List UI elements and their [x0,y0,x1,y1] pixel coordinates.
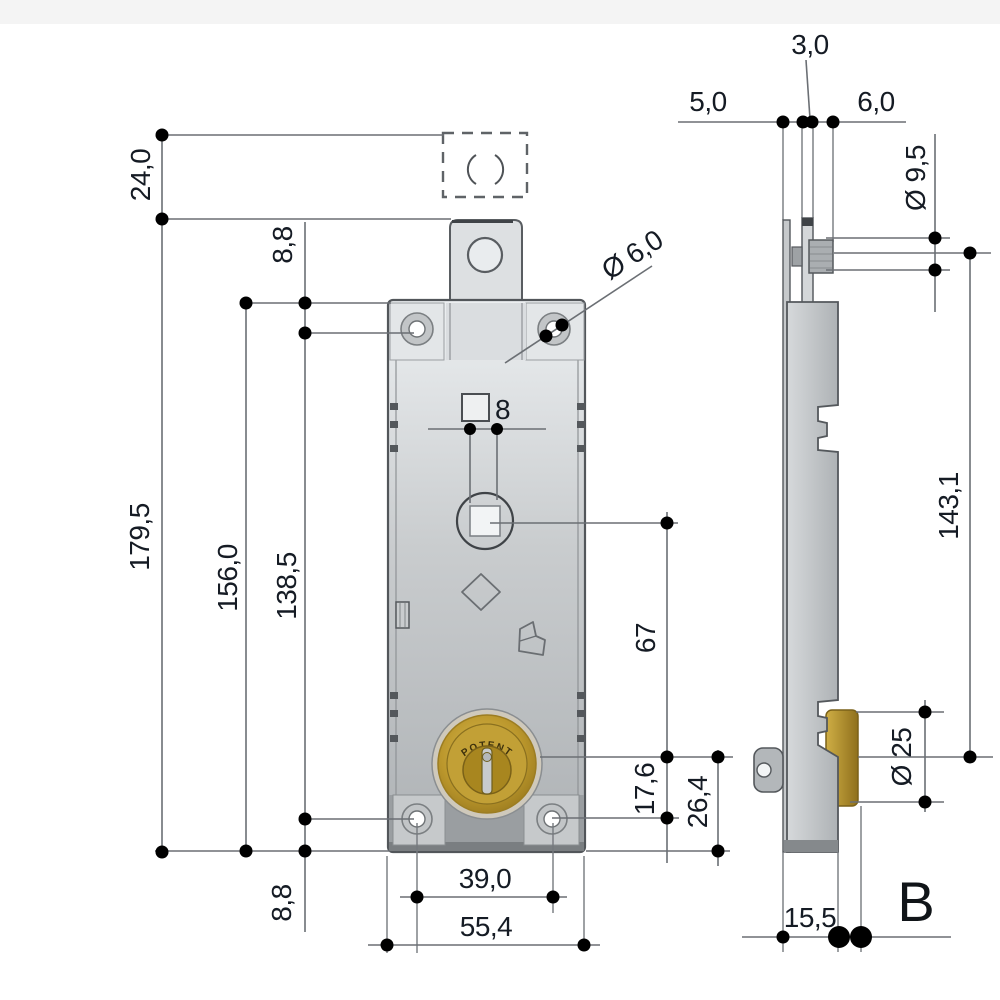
dim-dot [577,938,591,952]
dim-dot [928,231,942,245]
dim-dot [918,795,932,809]
dim-dot [660,750,674,764]
dim-dia25-label: Ø 25 [886,728,917,787]
spindle-circle [455,491,515,551]
dim-67-label: 67 [630,623,661,653]
dim-dot [464,423,476,435]
dim-1560-label: 156,0 [212,544,243,612]
dim-554-label: 55,4 [460,911,513,942]
leader-line [805,59,811,120]
dim-1795-label: 179,5 [124,503,155,571]
dim-dia95-label: Ø 9,5 [900,145,931,211]
hole-bottom-right-center [543,810,561,828]
dim-88-bottom-label: 8,8 [266,884,297,921]
lock-cylinder: POTENT [431,708,543,820]
view-label-b: B [897,870,934,933]
dim-dot [298,812,312,826]
side-dimensions: 5,0 3,0 6,0 Ø 9,5 143,1 Ø 25 15,5 B [678,29,993,952]
dim-dot [776,115,790,129]
dim-dot [298,844,312,858]
dim-dot [155,128,169,142]
lock-body [386,298,587,854]
body-side-bottom-strip [784,840,838,852]
dim-1431-label: 143,1 [933,472,964,540]
side-view [753,122,859,853]
dim-dot [963,246,977,260]
dim-176-label: 17,6 [629,763,660,816]
edge-slot [395,601,410,629]
dim-dot [491,423,503,435]
tab-hole [466,236,504,274]
dim-dot [928,263,942,277]
leader-line [504,265,653,364]
edge-notches [390,403,585,742]
dim-dia6-label: Ø 6,0 [596,224,668,286]
dim-390-label: 39,0 [459,863,512,894]
dim-dot-large [828,926,850,948]
key-tab-hole [756,762,772,778]
dim-30-label: 3,0 [791,29,828,60]
square-hole-symbol [461,393,490,422]
dim-88-top-label: 8,8 [267,226,298,263]
boss-collar [791,246,803,267]
dim-dot [155,845,169,859]
front-view: POTENT [386,131,587,854]
dashed-pin-outline [441,131,529,199]
dim-dot [380,938,394,952]
tab-side-cap [802,218,813,226]
mounting-holes [400,312,571,835]
dim-dot [555,318,569,332]
dim-8-label: 8 [495,394,510,425]
step-detail-line [519,635,537,642]
dim-dot [155,212,169,226]
page-top-band [0,0,1000,24]
dim-1385-label: 138,5 [271,552,302,620]
dim-dot [918,705,932,719]
dim-50-label: 5,0 [689,86,726,117]
diamond-detail [461,573,501,611]
tab-root [446,303,526,360]
keyway-pin [482,752,492,762]
dim-dot [711,844,725,858]
dim-60-label: 6,0 [857,86,894,117]
dim-dot [796,115,810,129]
dim-dot [298,326,312,340]
dim-24-label: 24,0 [125,149,156,202]
dim-155-label: 15,5 [784,902,837,933]
dim-dot [239,844,253,858]
dim-dot [239,296,253,310]
dim-dot [539,329,553,343]
dashed-circle-right-arc [494,154,505,185]
dim-dot [805,115,819,129]
dim-dot [660,516,674,530]
body-side-profile [786,301,839,853]
dim-dot [963,750,977,764]
spindle-square-hole [469,505,501,537]
hole-top-left-center [408,320,426,338]
dim-dot [711,750,725,764]
dim-dot [410,890,424,904]
dim-dot-large [850,926,872,948]
dashed-circle-left-arc [466,154,477,185]
dim-dot [776,930,790,944]
dim-dot [826,115,840,129]
dim-dot [298,296,312,310]
dim-264-label: 26,4 [682,776,713,829]
dim-dot [660,811,674,825]
bottom-edge-strip [389,842,584,851]
dim-dot [546,890,560,904]
